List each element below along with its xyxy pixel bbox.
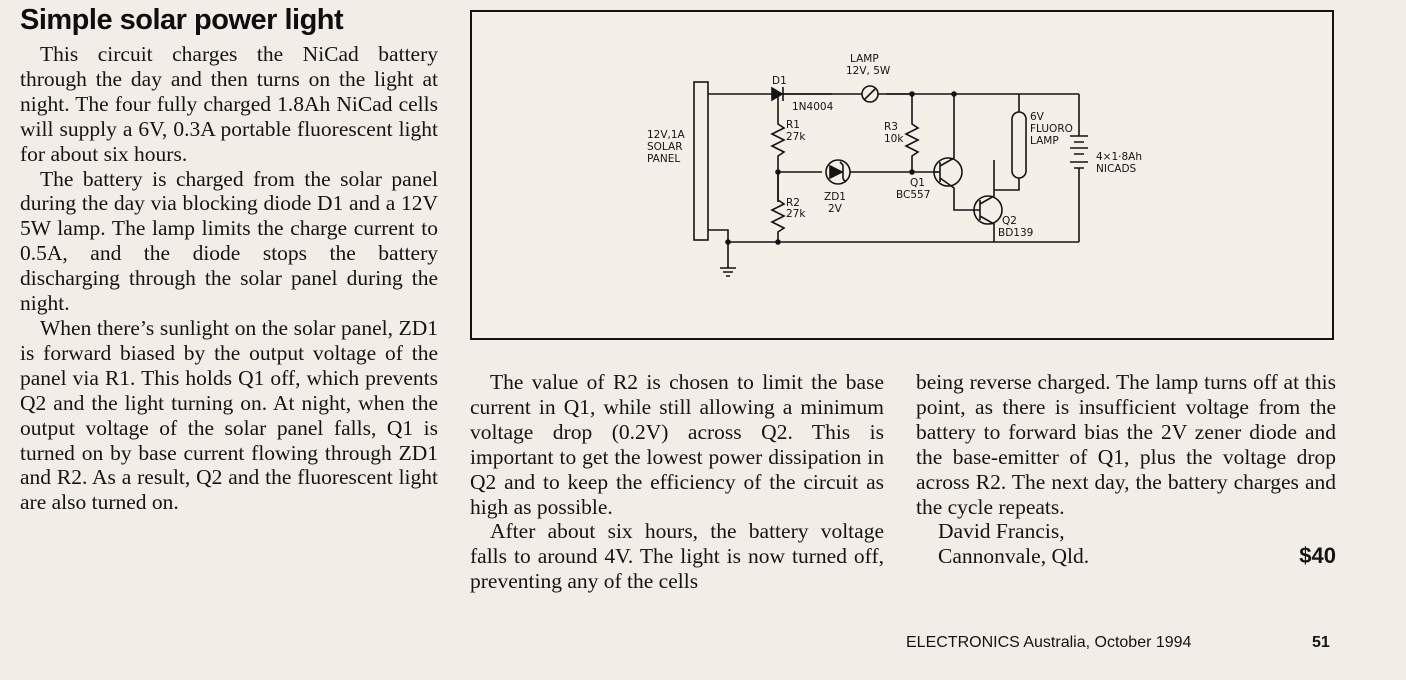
text-column-3: being reverse charged. The lamp turns of… bbox=[916, 370, 1336, 569]
text-column-2: The value of R2 is chosen to limit the b… bbox=[470, 370, 884, 594]
paragraph: When there’s sunlight on the solar panel… bbox=[20, 315, 438, 515]
label-zd1-value: 2V bbox=[828, 203, 843, 215]
zd1-symbol bbox=[829, 164, 844, 180]
r2-symbol bbox=[770, 172, 786, 242]
label-r2: R2 bbox=[786, 197, 800, 209]
signature-line: Cannonvale, Qld. $40 bbox=[916, 543, 1336, 569]
label-fluoro: 6V bbox=[1030, 111, 1045, 123]
label-q2: Q2 bbox=[1002, 215, 1017, 227]
label-panel: SOLAR bbox=[647, 141, 683, 153]
label-panel: PANEL bbox=[647, 153, 680, 165]
label-d1-part: 1N4004 bbox=[792, 101, 834, 113]
ground-symbol bbox=[720, 242, 736, 277]
publication-footer: ELECTRONICS Australia, October 1994 bbox=[906, 634, 1192, 651]
label-q1-part: BC557 bbox=[896, 189, 930, 201]
label-r1-value: 27k bbox=[786, 131, 806, 143]
label-r1: R1 bbox=[786, 119, 800, 131]
label-fluoro: FLUORO bbox=[1030, 123, 1073, 135]
author: David Francis, bbox=[938, 519, 1065, 544]
page-number: 51 bbox=[1312, 634, 1330, 651]
paragraph: being reverse charged. The lamp turns of… bbox=[916, 370, 1336, 519]
paragraph: The value of R2 is chosen to limit the b… bbox=[470, 370, 884, 519]
label-q1: Q1 bbox=[910, 177, 925, 189]
location: Cannonvale, Qld. bbox=[938, 544, 1090, 569]
paragraph: After about six hours, the battery volta… bbox=[470, 519, 884, 594]
label-battery: NICADS bbox=[1096, 163, 1137, 175]
solar-panel-symbol bbox=[693, 81, 709, 241]
label-lamp-rating: 12V, 5W bbox=[846, 65, 891, 77]
label-zd1: ZD1 bbox=[824, 191, 846, 203]
label-r3-value: 10k bbox=[884, 133, 904, 145]
paragraph: This circuit charges the NiCad battery t… bbox=[20, 42, 438, 166]
label-r3: R3 bbox=[884, 121, 898, 133]
battery-symbol bbox=[1070, 94, 1088, 242]
paragraph: The battery is charged from the solar pa… bbox=[20, 166, 438, 316]
label-panel: 12V,1A bbox=[647, 129, 686, 141]
circuit-diagram: 12V,1A SOLAR PANEL D1 1N4004 LAMP 12V, 5… bbox=[470, 10, 1334, 340]
price: $40 bbox=[1299, 543, 1336, 569]
text-column-1: This circuit charges the NiCad battery t… bbox=[20, 42, 438, 515]
label-fluoro: LAMP bbox=[1030, 135, 1059, 147]
label-lamp: LAMP bbox=[850, 53, 879, 65]
r3-symbol bbox=[904, 94, 920, 172]
schematic-svg: 12V,1A SOLAR PANEL D1 1N4004 LAMP 12V, 5… bbox=[647, 53, 1142, 277]
label-q2-part: BD139 bbox=[998, 227, 1033, 239]
article-title: Simple solar power light bbox=[20, 4, 344, 36]
fluoro-lamp-symbol bbox=[1011, 111, 1027, 179]
label-r2-value: 27k bbox=[786, 208, 806, 220]
label-d1: D1 bbox=[772, 75, 787, 87]
r1-symbol bbox=[770, 94, 786, 202]
label-battery: 4×1·8Ah bbox=[1096, 151, 1142, 163]
